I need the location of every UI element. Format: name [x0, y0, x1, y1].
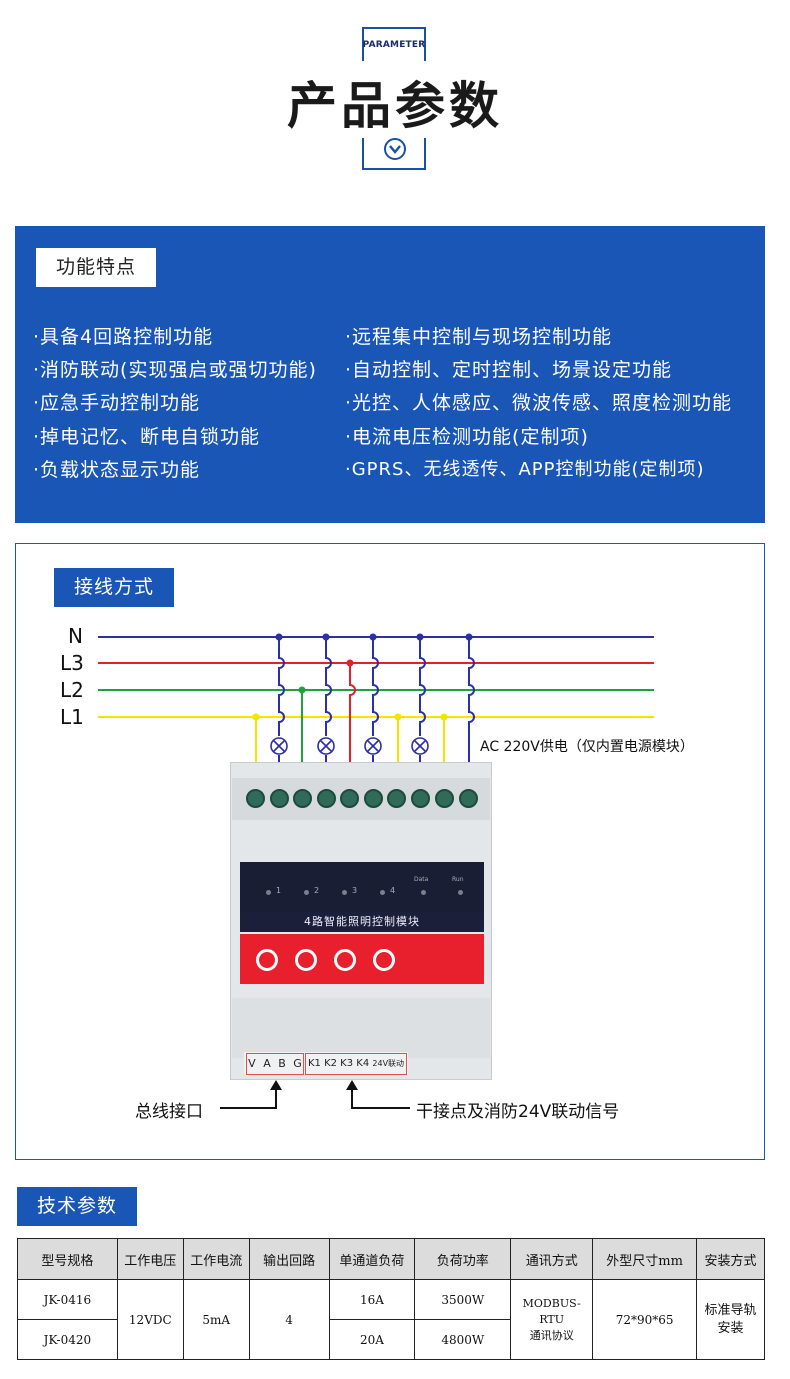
table-header-row: 型号规格 工作电压 工作电流 输出回路 单通道负荷 负荷功率 通讯方式 外型尺寸…	[17, 1238, 765, 1280]
callout-io-signal: 干接点及消防24V联动信号	[416, 1102, 620, 1122]
led-label: 3	[352, 886, 358, 895]
table-cell: 4	[248, 1279, 330, 1360]
led-indicator	[304, 890, 309, 895]
table-cell: JK-0420	[17, 1319, 118, 1360]
table-cell: 16A	[328, 1279, 416, 1320]
phase-label-l1: L1	[60, 705, 84, 729]
table-cell: 标准导轨安装	[696, 1279, 765, 1360]
terminal-screw	[293, 789, 312, 808]
table-cell: 12VDC	[116, 1279, 184, 1360]
table-header: 外型尺寸mm	[592, 1238, 698, 1280]
terminal-screw	[246, 789, 265, 808]
led-indicator	[266, 890, 271, 895]
feature-item: ·掉电记忆、断电自锁功能	[33, 426, 261, 448]
manual-button-3[interactable]	[334, 949, 356, 971]
module-name: 4路智能照明控制模块	[240, 912, 484, 932]
table-header: 型号规格	[17, 1238, 118, 1280]
features-label: 功能特点	[36, 248, 156, 287]
phase-label-n: N	[68, 624, 83, 648]
table-cell: 20A	[328, 1319, 416, 1360]
phase-label-l3: L3	[60, 651, 84, 675]
table-cell: 5mA	[182, 1279, 250, 1360]
phase-label-l2: L2	[60, 678, 84, 702]
led-label: 2	[314, 886, 320, 895]
page-title: 产品参数	[287, 77, 503, 135]
terminal-screw	[435, 789, 454, 808]
io-terminal-labels: K1 K2 K3 K4 24V联动	[305, 1053, 407, 1075]
terminal-screw	[270, 789, 289, 808]
bus-terminal-labels: V A B G	[246, 1053, 304, 1075]
led-indicator	[342, 890, 347, 895]
terminal-screw	[317, 789, 336, 808]
table-header: 安装方式	[696, 1238, 765, 1280]
table-header: 工作电压	[116, 1238, 184, 1280]
header-frame-bottom	[362, 138, 426, 170]
feature-item: ·自动控制、定时控制、场景设定功能	[345, 359, 673, 381]
table-row: JK-0416 12VDC 5mA 4 16A 3500W MODBUS-RTU…	[17, 1279, 765, 1360]
table-cell: 72*90*65	[592, 1279, 698, 1360]
terminal-screw	[364, 789, 383, 808]
terminal-screw	[387, 789, 406, 808]
feature-item: ·GPRS、无线透传、APP控制功能(定制项)	[345, 459, 705, 480]
table-header: 通讯方式	[510, 1238, 594, 1280]
header-frame-top	[362, 27, 426, 61]
terminal-screw	[411, 789, 430, 808]
table-cell: 4800W	[414, 1319, 512, 1360]
led-label: Run	[452, 876, 464, 883]
feature-item: ·具备4回路控制功能	[33, 326, 214, 348]
header-tag: PARAMETER	[362, 40, 426, 50]
tech-label: 技术参数	[17, 1187, 137, 1226]
feature-item: ·消防联动(实现强启或强切功能)	[33, 359, 317, 381]
feature-item: ·光控、人体感应、微波传感、照度检测功能	[345, 392, 733, 414]
manual-button-2[interactable]	[295, 949, 317, 971]
feature-item: ·远程集中控制与现场控制功能	[345, 326, 613, 348]
module-bottom-strip	[240, 984, 484, 996]
table-header: 工作电流	[182, 1238, 250, 1280]
table-cell: 3500W	[414, 1279, 512, 1320]
table-header: 单通道负荷	[328, 1238, 416, 1280]
led-indicator	[421, 890, 426, 895]
table-header: 负荷功率	[414, 1238, 512, 1280]
wiring-panel	[15, 543, 765, 1160]
chevron-down-icon	[384, 138, 406, 160]
table-row: JK-0420 20A 4800W	[17, 1319, 765, 1360]
manual-button-1[interactable]	[256, 949, 278, 971]
manual-button-4[interactable]	[373, 949, 395, 971]
module-button-panel	[240, 934, 484, 984]
feature-item: ·应急手动控制功能	[33, 392, 201, 414]
feature-item: ·负载状态显示功能	[33, 459, 201, 481]
led-label: 1	[276, 886, 282, 895]
spec-table: 型号规格 工作电压 工作电流 输出回路 单通道负荷 负荷功率 通讯方式 外型尺寸…	[17, 1238, 765, 1360]
table-cell: JK-0416	[17, 1279, 118, 1320]
callout-bus-interface: 总线接口	[135, 1102, 203, 1122]
led-label: 4	[390, 886, 396, 895]
terminal-screw	[340, 789, 359, 808]
module-lower-body	[232, 998, 490, 1058]
callout-arrows	[220, 1082, 410, 1109]
led-label: Data	[414, 876, 429, 883]
led-indicator	[380, 890, 385, 895]
terminal-screw	[459, 789, 478, 808]
power-note: AC 220V供电（仅内置电源模块）	[480, 739, 694, 755]
table-header: 输出回路	[248, 1238, 330, 1280]
led-indicator	[458, 890, 463, 895]
wiring-label: 接线方式	[54, 568, 174, 607]
module-terminal-label-strip	[244, 1052, 408, 1074]
feature-item: ·电流电压检测功能(定制项)	[345, 426, 589, 448]
